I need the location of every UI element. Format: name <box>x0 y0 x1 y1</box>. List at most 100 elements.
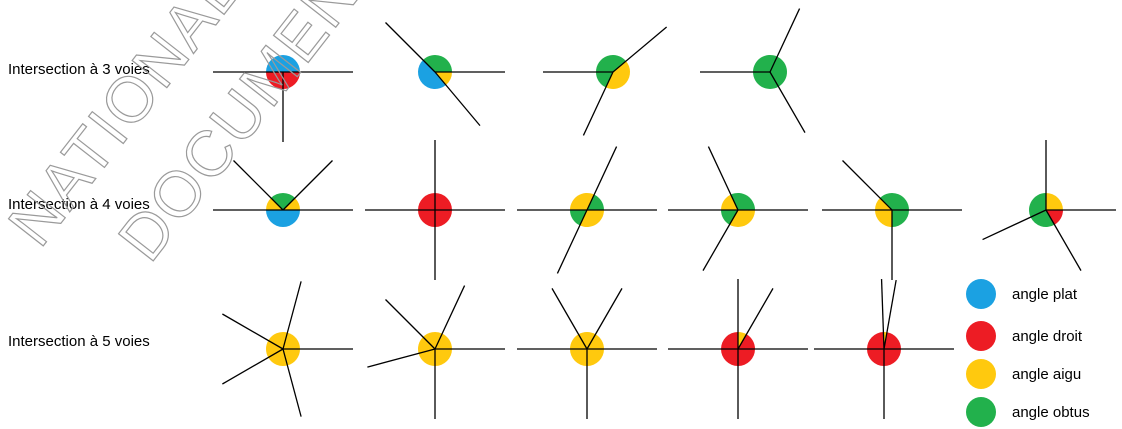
angle-sector <box>418 349 435 366</box>
angle-sector <box>270 192 296 210</box>
angle-sector <box>596 72 613 88</box>
road-line <box>842 160 893 211</box>
intersection-figure <box>814 279 954 419</box>
angle-sector <box>570 210 587 226</box>
angle-sector <box>867 349 884 366</box>
intersection-figure <box>365 140 505 280</box>
angle-sector <box>266 72 283 89</box>
road-line <box>385 22 436 73</box>
road-line <box>769 8 801 73</box>
angle-sector <box>875 210 892 227</box>
legend-dot-droit <box>966 321 996 351</box>
angle-sector <box>1046 193 1063 210</box>
road-line <box>551 288 588 350</box>
legend-dot-obtus <box>966 397 996 427</box>
road-line <box>367 348 436 368</box>
angle-sector <box>283 332 300 349</box>
road-line <box>282 348 302 417</box>
angle-sector <box>892 210 909 227</box>
angle-sector <box>283 349 300 366</box>
angle-sector <box>268 331 288 349</box>
road-line <box>982 209 1047 241</box>
angle-sector <box>283 197 300 210</box>
road-line <box>582 71 614 136</box>
angle-sector <box>578 331 596 349</box>
angle-sector <box>435 72 452 86</box>
intersection-figure <box>367 285 505 419</box>
legend-label-plat: angle plat <box>1012 285 1078 303</box>
angle-sector <box>422 332 443 349</box>
road-line <box>769 71 806 133</box>
angle-sector <box>738 334 755 349</box>
intersection-figure <box>517 146 657 274</box>
intersection-figure <box>982 140 1116 271</box>
intersection-figure <box>222 281 353 417</box>
intersection-figure <box>700 8 806 133</box>
road-line <box>222 313 284 350</box>
intersection-figure <box>668 279 808 419</box>
angle-sector <box>879 192 909 210</box>
angle-sector <box>587 334 604 349</box>
angle-sector <box>1046 210 1063 225</box>
legend-item-angle-droit: angle droit <box>966 319 1082 353</box>
road-line <box>434 71 481 127</box>
road-line <box>385 299 436 350</box>
angle-sector <box>596 54 627 72</box>
road-line <box>707 146 739 211</box>
angle-sector <box>266 197 283 210</box>
angle-sector <box>266 340 283 358</box>
road-line <box>702 209 739 271</box>
row-label-4-voies: Intersection à 4 voies <box>8 196 150 213</box>
angle-sector <box>1029 193 1046 218</box>
road-line <box>586 146 618 211</box>
intersection-figure <box>213 55 353 142</box>
intersection-figure <box>822 160 962 280</box>
angle-sector <box>587 349 604 366</box>
legend-label-aigu: angle aigu <box>1012 365 1082 383</box>
legend-label-obtus: angle obtus <box>1012 403 1090 421</box>
angle-sector <box>435 193 452 210</box>
angle-sector <box>283 72 300 89</box>
angle-sector <box>605 61 631 90</box>
angle-sector <box>884 349 901 366</box>
road-line <box>282 160 333 211</box>
angle-sector <box>435 349 452 366</box>
row-label-3-voies: Intersection à 3 voies <box>8 61 150 78</box>
angle-sector <box>435 333 452 349</box>
angle-sector <box>579 210 604 227</box>
angle-sector <box>867 332 884 349</box>
angle-sector <box>587 194 604 210</box>
road-line <box>612 26 668 73</box>
angle-sector <box>738 349 755 366</box>
angle-sector <box>422 54 452 72</box>
road-line <box>282 281 302 350</box>
intersection-figure <box>543 26 668 136</box>
road-line <box>233 160 284 211</box>
angle-sector <box>570 349 587 366</box>
road-line <box>880 279 885 350</box>
road-line <box>586 288 623 350</box>
legend-item-angle-aigu: angle aigu <box>966 357 1081 391</box>
intersection-figure <box>385 22 505 127</box>
row-label-5-voies: Intersection à 5 voies <box>8 333 150 350</box>
intersection-figure <box>213 160 353 227</box>
angle-sector <box>721 332 738 349</box>
angle-sector <box>418 193 435 210</box>
legend-dot-plat <box>966 279 996 309</box>
angle-sector <box>730 193 755 210</box>
angle-sector <box>435 210 452 227</box>
angle-sector <box>417 59 446 90</box>
road-line <box>883 279 897 350</box>
legend-label-droit: angle droit <box>1012 327 1083 345</box>
angle-sector <box>721 349 738 366</box>
angle-sector <box>268 349 288 366</box>
angle-sector <box>570 334 587 349</box>
road-line <box>556 209 588 274</box>
angle-sector <box>418 336 435 354</box>
angle-sector <box>875 197 892 210</box>
legend-dot-aigu <box>966 359 996 389</box>
road-line <box>222 348 284 385</box>
angle-sector <box>884 332 901 349</box>
